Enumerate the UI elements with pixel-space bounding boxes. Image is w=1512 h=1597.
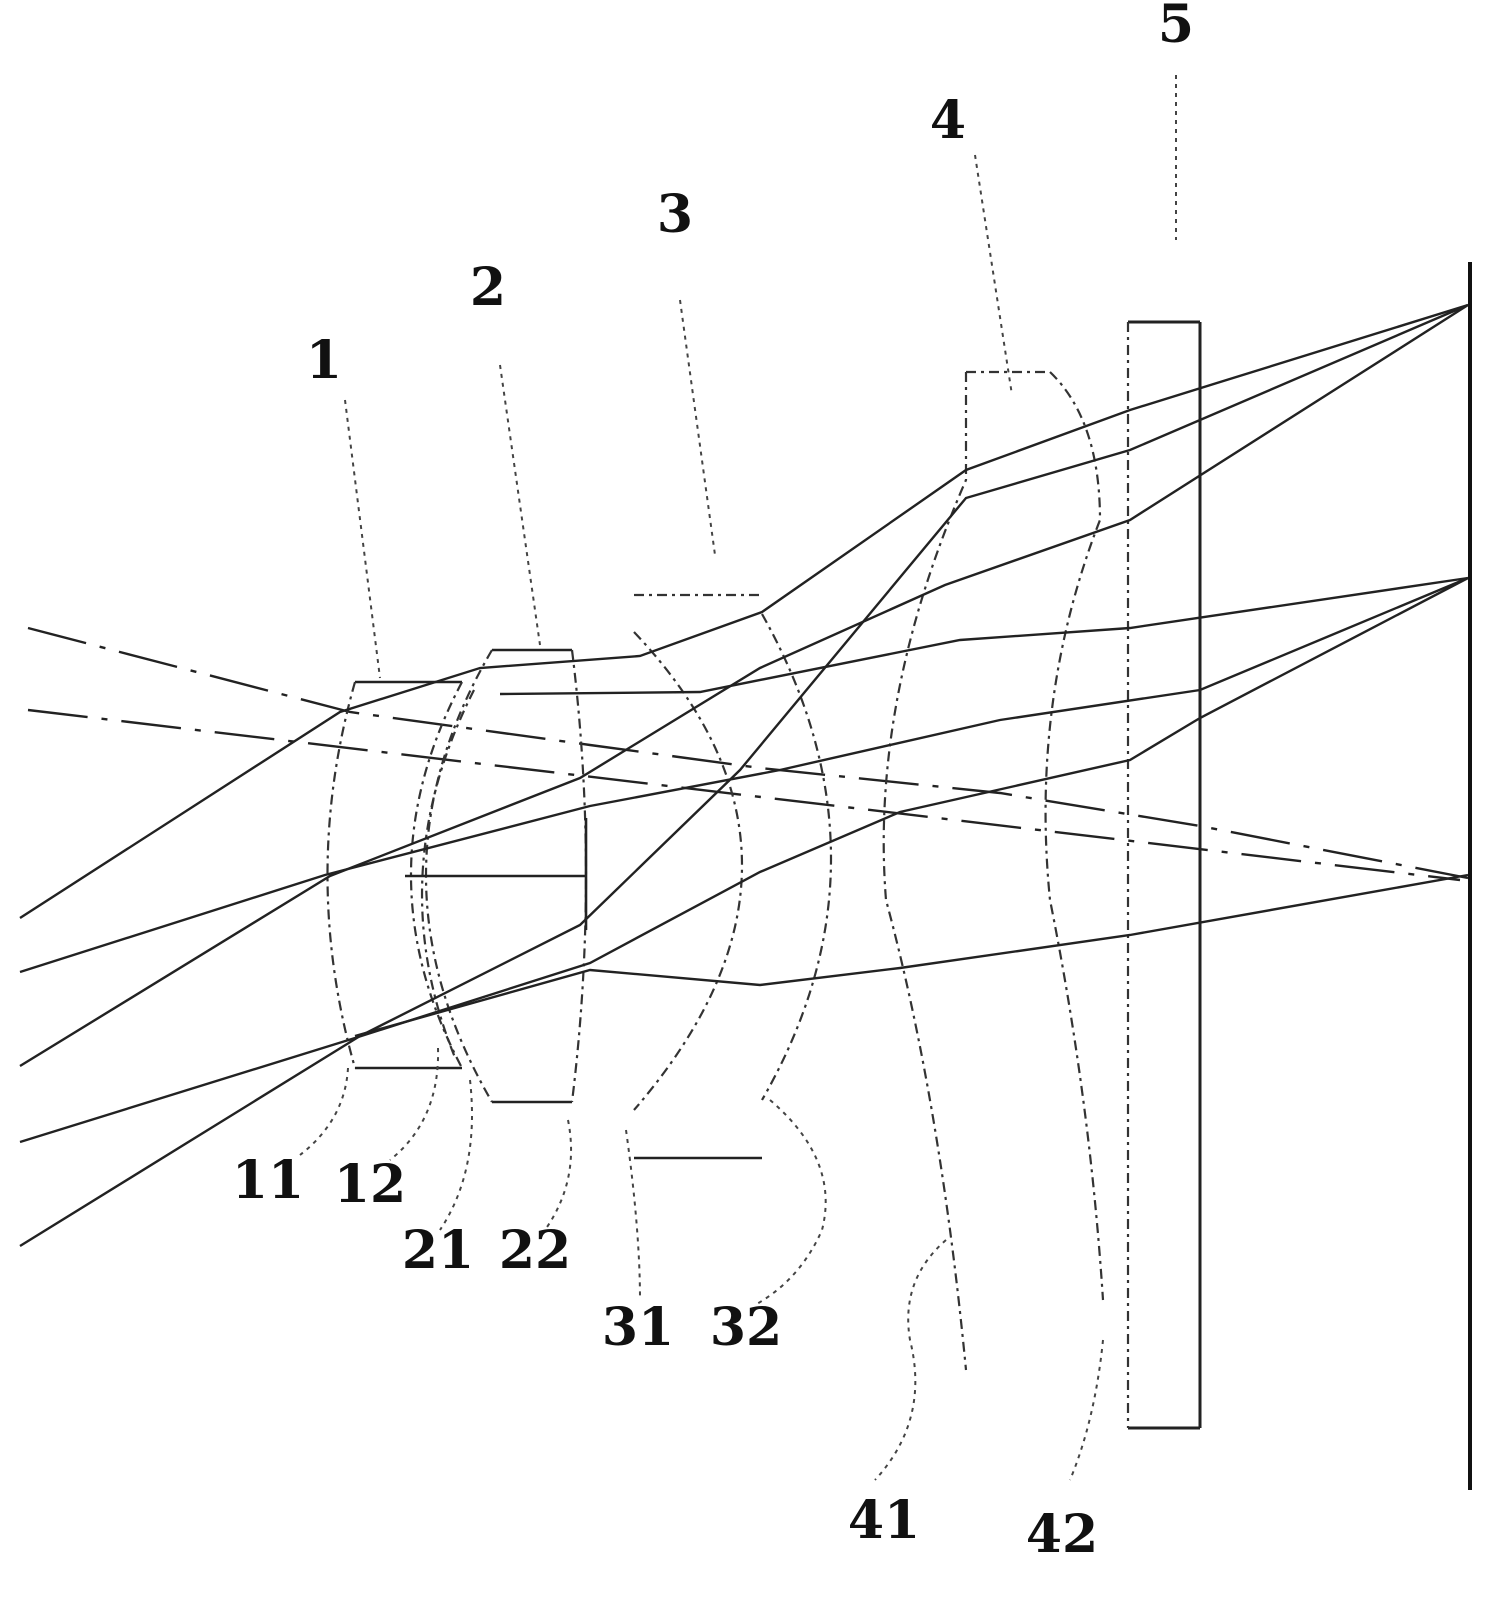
ray-bundle-middle (20, 578, 1468, 1142)
leader-22 (545, 1120, 571, 1230)
ray (500, 578, 1468, 694)
label-surface-42: 42 (1026, 1504, 1098, 1565)
leader-11 (300, 1068, 348, 1155)
label-surface-22: 22 (499, 1220, 571, 1281)
label-surface-21: 21 (402, 1220, 474, 1281)
leader-31 (626, 1130, 640, 1300)
ray (20, 578, 1468, 1142)
leader-12 (390, 1048, 438, 1160)
label-filter-5: 5 (1158, 0, 1194, 55)
label-surface-11: 11 (232, 1150, 304, 1211)
ray (20, 305, 1468, 1246)
leader-32 (755, 1100, 826, 1305)
label-surface-32: 32 (710, 1297, 782, 1358)
ray-bundle-top (20, 305, 1468, 1246)
leader-2 (500, 365, 540, 645)
leader-41 (875, 1240, 946, 1480)
lens-2 (405, 650, 586, 1102)
ray (20, 305, 1468, 1066)
chief-ray-upper (28, 628, 1468, 878)
surface-31 (634, 632, 742, 1110)
label-surface-41: 41 (848, 1490, 920, 1551)
filter-5 (1128, 322, 1200, 1428)
label-lens-4: 4 (930, 90, 966, 151)
leader-42 (1070, 1340, 1103, 1480)
label-surface-31: 31 (602, 1297, 674, 1358)
label-lens-2: 2 (470, 257, 506, 318)
surface-41 (884, 372, 966, 1370)
leader-1 (345, 400, 380, 678)
leader-21 (440, 1080, 472, 1230)
lens-3 (634, 595, 831, 1158)
label-lens-3: 3 (657, 184, 693, 245)
label-lens-1: 1 (306, 330, 342, 391)
leader-3 (680, 300, 715, 555)
optical-axis-line (28, 710, 1460, 880)
label-surface-12: 12 (334, 1154, 406, 1215)
leader-4 (975, 155, 1012, 395)
lens-4 (884, 372, 1103, 1370)
